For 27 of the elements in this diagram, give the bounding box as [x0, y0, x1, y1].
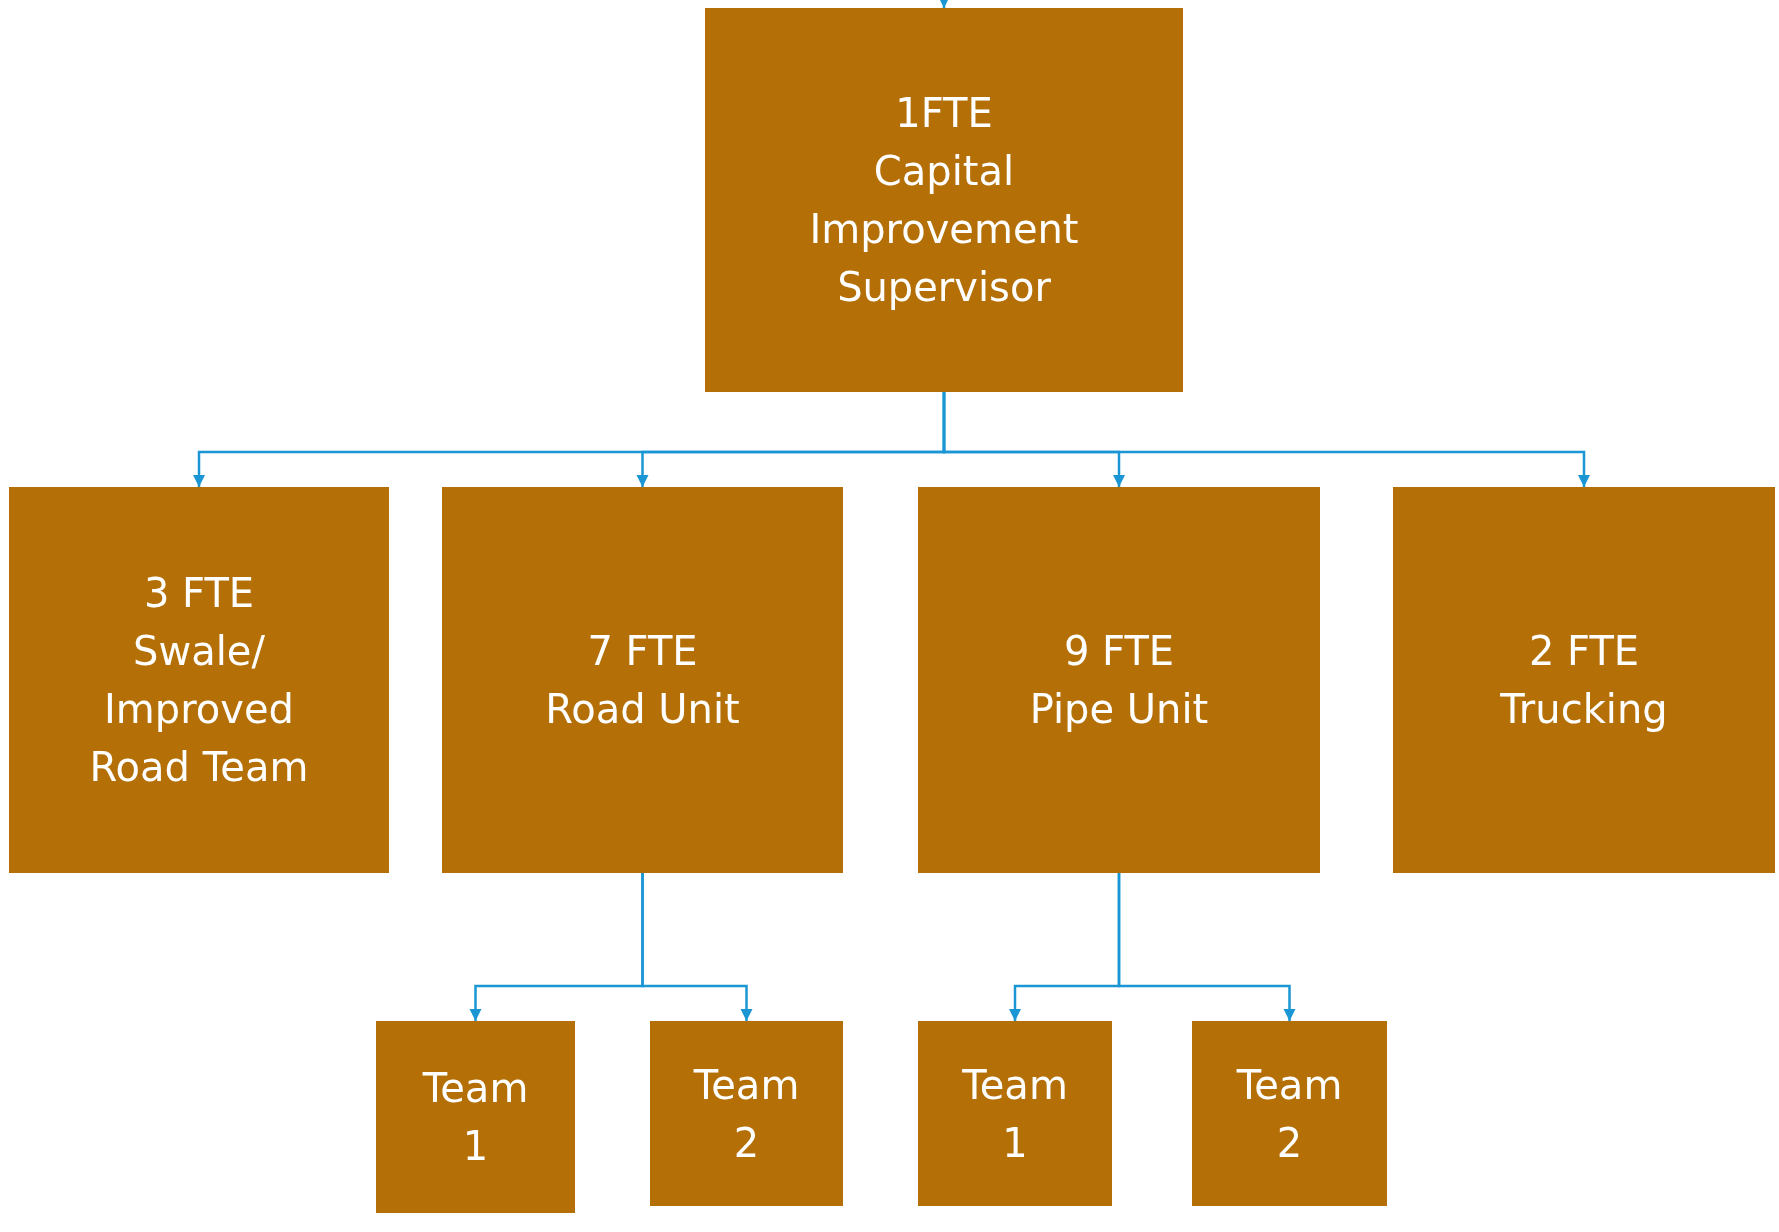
unit-label: Team 1 [421, 1064, 530, 1171]
org-box [705, 8, 1183, 392]
staff-count: 1FTE [895, 89, 993, 138]
org-box [650, 1021, 843, 1206]
org-box [442, 487, 843, 873]
staff-count: 7 FTE [587, 627, 698, 676]
org-box [376, 1021, 575, 1213]
org-box [1192, 1021, 1387, 1206]
org-box [1393, 487, 1775, 873]
unit-label: Team 2 [692, 1060, 801, 1168]
unit-label: Pipe Unit [1029, 685, 1209, 734]
unit-label: Trucking [1500, 685, 1668, 734]
connector-arrow [937, 0, 951, 8]
org-box [918, 1021, 1112, 1206]
unit-label: Swale/ Improved Road Team [88, 627, 310, 792]
org-box [9, 487, 389, 873]
connector-arrow [942, 392, 1591, 487]
staff-count: 3 FTE [143, 569, 255, 618]
staff-count: 2 FTE [1528, 627, 1640, 676]
unit-label: Capital Improvement Supervisor [808, 147, 1080, 312]
org-box [918, 487, 1320, 873]
unit-label: Team 2 [1235, 1060, 1344, 1168]
connector-arrow [1117, 873, 1296, 1021]
unit-label: Team 1 [961, 1060, 1069, 1168]
staff-count: 9 FTE [1063, 627, 1175, 676]
connector-arrow [641, 873, 753, 1021]
unit-label: Road Unit [545, 685, 740, 734]
